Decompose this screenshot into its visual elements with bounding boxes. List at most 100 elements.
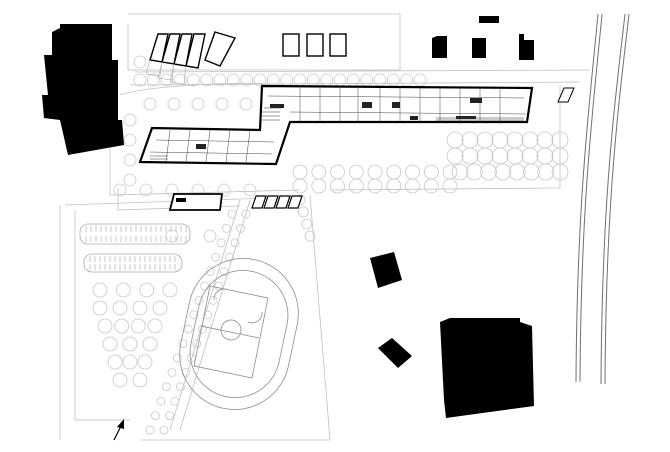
tree [191, 97, 205, 111]
tree [214, 281, 224, 291]
tree [442, 178, 458, 194]
tree [253, 73, 267, 87]
tree [494, 163, 512, 181]
parking-lots [79, 223, 191, 273]
tree [189, 310, 199, 320]
tree [292, 178, 308, 194]
tree [123, 133, 137, 147]
tree [147, 318, 163, 334]
tree [122, 336, 138, 352]
tree [225, 252, 235, 262]
tree [192, 339, 202, 349]
tree [292, 164, 308, 180]
tree [311, 164, 327, 180]
tree [211, 252, 221, 262]
tree [165, 183, 179, 197]
tree [222, 223, 231, 233]
tree [506, 131, 524, 149]
tree [451, 163, 469, 181]
tree [320, 73, 334, 87]
tree [145, 425, 155, 435]
tree [139, 282, 155, 298]
tree [142, 336, 158, 352]
tree [521, 131, 539, 149]
building-left-block [42, 24, 124, 155]
railway-tracks [575, 13, 630, 385]
tree [156, 396, 166, 406]
main-building-details [196, 98, 482, 149]
tree [461, 131, 479, 149]
outlined-houses-top-center [282, 33, 347, 57]
annex-detail [176, 198, 186, 202]
main-building-interior [149, 88, 527, 163]
tree [236, 223, 245, 233]
tree [240, 73, 254, 87]
tree [465, 163, 483, 181]
tree [227, 209, 237, 219]
tree [107, 354, 123, 370]
tree [143, 97, 157, 111]
tree [405, 164, 420, 180]
tree [461, 147, 479, 165]
tree [152, 300, 168, 316]
tree [330, 178, 345, 194]
tree [200, 73, 214, 87]
tree [536, 147, 554, 165]
tree [92, 282, 108, 298]
tree [333, 73, 347, 87]
building-diamond-lower [378, 338, 412, 368]
tree [423, 164, 439, 180]
tree [446, 131, 464, 149]
tree [113, 183, 127, 197]
tree [203, 310, 213, 320]
tree [162, 282, 178, 298]
tree [226, 73, 240, 87]
tree [297, 206, 309, 218]
tree [230, 238, 240, 248]
tree [186, 73, 200, 87]
tree [159, 425, 169, 435]
tree [304, 230, 316, 242]
tree [216, 238, 226, 248]
tree [203, 229, 217, 243]
tree [123, 113, 137, 127]
tree [112, 372, 128, 388]
buildings-top-right [432, 16, 534, 60]
tree [400, 73, 414, 87]
tree [423, 178, 439, 194]
tree [139, 183, 153, 197]
tree [170, 396, 180, 406]
tree [123, 173, 137, 187]
tree [536, 131, 554, 149]
building-large-bottom-right [440, 318, 534, 418]
pavilions [251, 195, 303, 209]
sports-track [179, 258, 299, 410]
tree [348, 164, 364, 180]
building-square-middle [370, 252, 402, 288]
tree [160, 73, 174, 87]
tree [123, 153, 137, 167]
tree [491, 131, 509, 149]
tree [523, 163, 540, 181]
tree [219, 267, 229, 277]
tree [132, 372, 148, 388]
tree [346, 73, 360, 87]
tree [360, 73, 374, 87]
tree [181, 367, 191, 377]
tree [217, 183, 231, 197]
tree [173, 73, 187, 87]
tree [92, 300, 108, 316]
tree [167, 97, 181, 111]
tree [442, 164, 458, 180]
main-building-hatch [150, 107, 524, 160]
row-houses-shadow [145, 59, 187, 85]
tree [301, 218, 313, 230]
tree [215, 97, 229, 111]
main-building [138, 84, 534, 166]
north-arrow-icon [113, 419, 124, 441]
tree [133, 55, 147, 69]
tree [213, 73, 227, 87]
tree [405, 178, 420, 194]
tree [306, 73, 320, 87]
tree [146, 73, 160, 87]
